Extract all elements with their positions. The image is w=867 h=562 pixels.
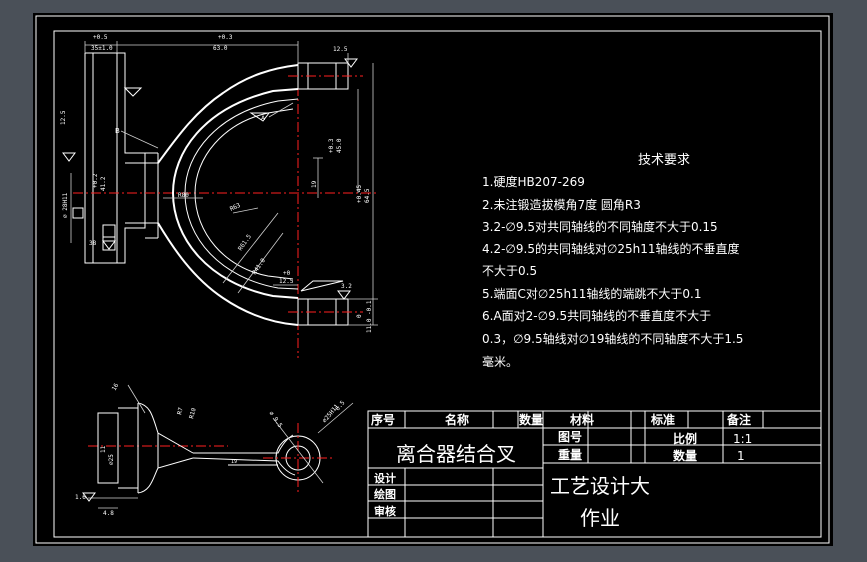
fork-outer-top: [157, 64, 299, 164]
dim-top-1: +0.5: [93, 34, 108, 41]
dim-side-1: 11: [100, 445, 107, 453]
part-name: 离合器结合叉: [396, 442, 516, 466]
project-line-2: 作业: [580, 506, 620, 530]
dim-top-right: 12.5: [333, 46, 348, 53]
drawing-canvas: +0.5 35±1.0 +0.3 63.0 12.5 12.5 B +0.2 4…: [35, 15, 830, 544]
dim-side-3: 1.6: [75, 494, 86, 501]
dim-rv-4: +0.45: [356, 185, 363, 203]
drawing-no-label: 图号: [558, 429, 582, 444]
dim-r-inner: R61.5: [237, 233, 253, 252]
tech-req-3: 3.2-∅9.5对共同轴线的不同轴度不大于0.15: [482, 219, 718, 234]
hub-outline: [84, 52, 146, 264]
dim-bottom-right: 3.2: [341, 283, 352, 290]
dim-view-6: ∅ 9.5: [267, 410, 283, 429]
dim-left-3: 41.2: [100, 176, 107, 191]
dim-left-1: 12.5: [60, 110, 67, 125]
tech-req-1: 1.硬度HB207-269: [482, 174, 585, 189]
dim-view-2: R7: [176, 406, 185, 415]
dim-rv-2: 45.0: [336, 138, 343, 153]
tech-req-5: 5.端面C对∅25h11轴线的端跳不大于0.1: [482, 286, 702, 301]
cad-viewport[interactable]: +0.5 35±1.0 +0.3 63.0 12.5 12.5 B +0.2 4…: [33, 13, 833, 546]
dim-view-5: ∅25: [108, 454, 115, 465]
dim-side-4: 19: [231, 459, 237, 465]
tech-req-6c: 毫米。: [482, 354, 518, 369]
dim-view-1: 16: [111, 382, 121, 392]
header-qty: 数量: [519, 412, 543, 427]
boss-top: [297, 62, 349, 90]
header-seq: 序号: [371, 412, 395, 427]
dim-r-inner2: R41.0: [251, 257, 267, 276]
header-remark: 备注: [726, 412, 751, 427]
weight-label: 重量: [558, 447, 582, 462]
title-block: 序号 名称 数量 材料 标准 备注 离合器结合叉 图号 重量 比例 1:1 数量…: [367, 410, 822, 538]
header-standard: 标准: [650, 412, 675, 427]
roughness-icon-4: [337, 290, 351, 300]
scale-value: 1:1: [733, 432, 752, 446]
quantity-value: 1: [737, 449, 745, 463]
tech-req-6b: 0.3，∅9.5轴线对∅19轴线的不同轴度不大于1.5: [482, 331, 743, 346]
roughness-icon-3: [62, 152, 76, 162]
quantity-label: 数量: [673, 448, 697, 463]
design-label: 设计: [374, 471, 396, 485]
boss-bottom: [297, 298, 349, 326]
dim-rv-3: 19: [311, 180, 318, 188]
dim-bottom-1: +0: [283, 270, 291, 277]
section-hub: [97, 412, 119, 484]
dim-left-2: +0.2: [92, 173, 99, 188]
dim-top-2: 35±1.0: [91, 45, 113, 52]
dim-left-4: 38: [89, 240, 97, 247]
dim-view-3: R10: [188, 407, 198, 420]
header-name: 名称: [445, 412, 469, 427]
header-material: 材料: [569, 412, 594, 427]
dim-top-4: 63.0: [213, 45, 228, 52]
dim-left-5: ∅ 28H11: [62, 192, 69, 218]
dim-rv-1: +0.3: [328, 138, 335, 153]
tech-req-4: 4.2-∅9.5的共同轴线对∅25h11轴线的不垂直度: [482, 241, 740, 256]
tech-req-2: 2.未注锻造拔模角7度 圆角R3: [482, 197, 641, 212]
datum-marker-2: [300, 280, 344, 292]
label-a: A: [261, 115, 266, 122]
dim-bottom-r2: 11.0 -0.1: [366, 300, 373, 333]
label-b: B: [115, 127, 120, 135]
dim-bottom-2: 12.5: [279, 278, 294, 285]
tech-req-4b: 不大于0.5: [482, 264, 537, 278]
tech-req-title: 技术要求: [638, 153, 690, 168]
review-label: 审核: [374, 504, 396, 518]
dim-top-3: +0.3: [218, 34, 233, 41]
dim-r80: R80: [178, 192, 189, 199]
datum-a-marker: [249, 112, 270, 122]
dim-side-2: 4.8: [103, 510, 114, 517]
scale-label: 比例: [673, 431, 697, 446]
section-view: 16 R7 R10 11 ∅25 1.6 4.8 19 ∅ 9.5 ∅25H11…: [75, 382, 354, 517]
dim-r63: R63: [229, 202, 242, 213]
main-view: +0.5 35±1.0 +0.3 63.0 12.5 12.5 B +0.2 4…: [60, 34, 378, 358]
outer-frame: [35, 15, 830, 544]
roughness-icon-2: [123, 87, 143, 97]
technical-requirements: 技术要求 1.硬度HB207-269 2.未注锻造拔模角7度 圆角R3 3.2-…: [482, 153, 743, 369]
tech-req-6: 6.A面对2-∅9.5共同轴线的不垂直度不大于: [482, 308, 711, 323]
draw-label: 绘图: [374, 487, 396, 501]
dim-bottom-r1: 0: [356, 314, 363, 318]
project-line-1: 工艺设计大: [550, 474, 650, 498]
dim-rv-5: 64.5: [364, 188, 371, 203]
